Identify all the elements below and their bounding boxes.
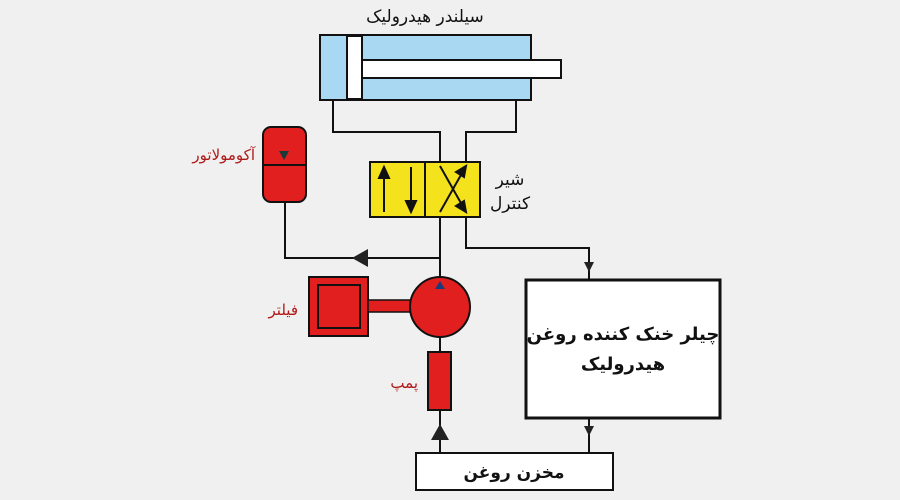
flow-arrow-down-icon [584,262,594,272]
filter-label: فیلتر [268,301,298,319]
tank-label: مخزن روغن [463,463,564,483]
pump-motor [409,276,471,338]
oil-cooler: چیلر خنک کننده روغن هیدرولیک [524,278,722,420]
flow-arrow-down-icon [584,426,594,436]
cylinder-label: سیلندر هیدرولیک [366,7,484,27]
cooler-label-line1: چیلر خنک کننده روغن [527,324,720,345]
hydraulic-cylinder [319,34,562,101]
pump [427,351,452,411]
valve-arrows-icon [377,164,468,215]
accumulator-label: آکومولاتور [191,146,255,164]
accumulator-triangle-icon [279,151,289,160]
filter [308,276,412,337]
piston-rod [361,59,562,79]
pipe-accumulator [284,202,440,259]
pump-direction-icon [435,281,445,289]
pump-label: پمپ [390,374,418,393]
pipes [284,100,590,453]
control-valve [369,161,481,218]
flow-arrow-left-icon [352,249,368,267]
accumulator [262,126,307,203]
valve-label-line1: شیر [495,170,525,190]
valve-label-line2: کنترل [490,194,531,214]
flow-arrow-up-icon [431,424,449,440]
piston [346,35,363,100]
oil-tank: مخزن روغن [415,452,614,491]
cooler-label-line2: هیدرولیک [581,354,665,375]
pipe-cylinder-left [332,100,441,162]
pipe-valve-cooler [465,217,590,280]
pipe-cylinder-right [465,100,517,162]
